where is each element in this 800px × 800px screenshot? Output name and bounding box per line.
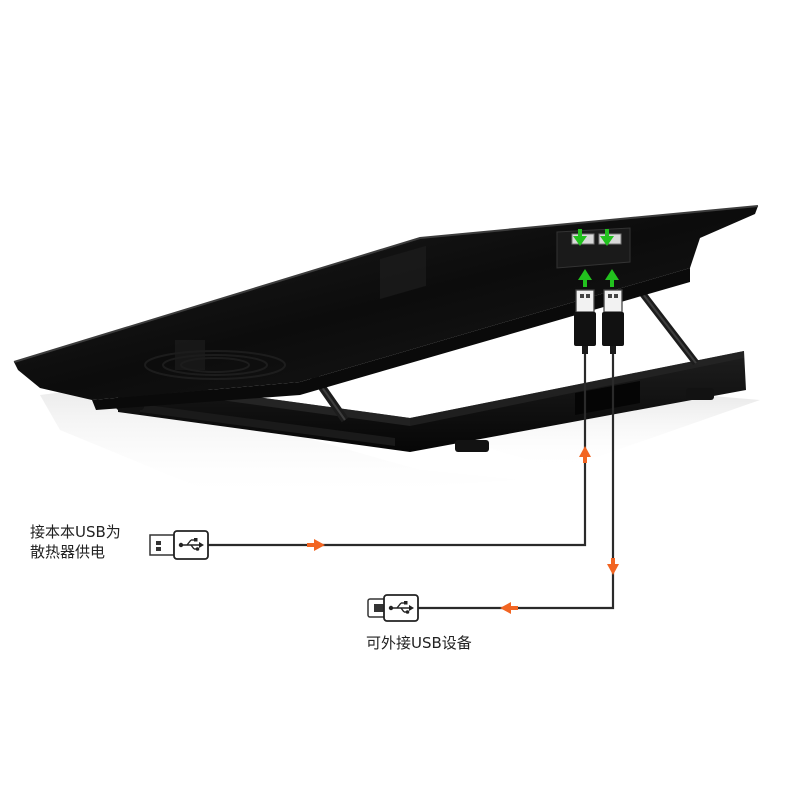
green-down-arrow-icon xyxy=(600,229,614,246)
flow-arrows xyxy=(307,446,619,614)
laptop-cooling-stand xyxy=(13,205,759,452)
usb-plug-external xyxy=(367,594,419,622)
green-down-arrow-icon xyxy=(573,229,587,246)
usb-port-housing xyxy=(556,227,631,269)
orange-left-arrow-icon xyxy=(500,602,518,614)
orange-down-arrow-icon xyxy=(607,558,619,575)
laptop-power-caption-line2: 散热器供电 xyxy=(30,543,106,561)
cable-laptop-power xyxy=(208,354,587,547)
cable-external-device xyxy=(418,354,615,610)
green-up-arrow-icon xyxy=(605,269,619,287)
external-usb-caption: 可外接USB设备 xyxy=(366,633,472,653)
green-up-arrow-icon xyxy=(578,269,592,287)
external-usb-caption-text: 可外接USB设备 xyxy=(366,634,472,652)
orange-up-arrow-icon xyxy=(579,446,591,463)
stand-foot xyxy=(455,440,489,452)
usb-insert-arrows xyxy=(573,229,619,287)
usb-plug-laptop xyxy=(149,530,209,560)
laptop-power-caption: 接本本USB为 散热器供电 xyxy=(30,522,121,562)
orange-right-arrow-icon xyxy=(307,539,325,551)
laptop-power-caption-line1: 接本本USB为 xyxy=(30,523,121,541)
usb-plug-right xyxy=(602,289,624,354)
usb-plug-left xyxy=(574,289,596,354)
stand-foot xyxy=(686,388,714,400)
usb-cables xyxy=(208,354,615,610)
